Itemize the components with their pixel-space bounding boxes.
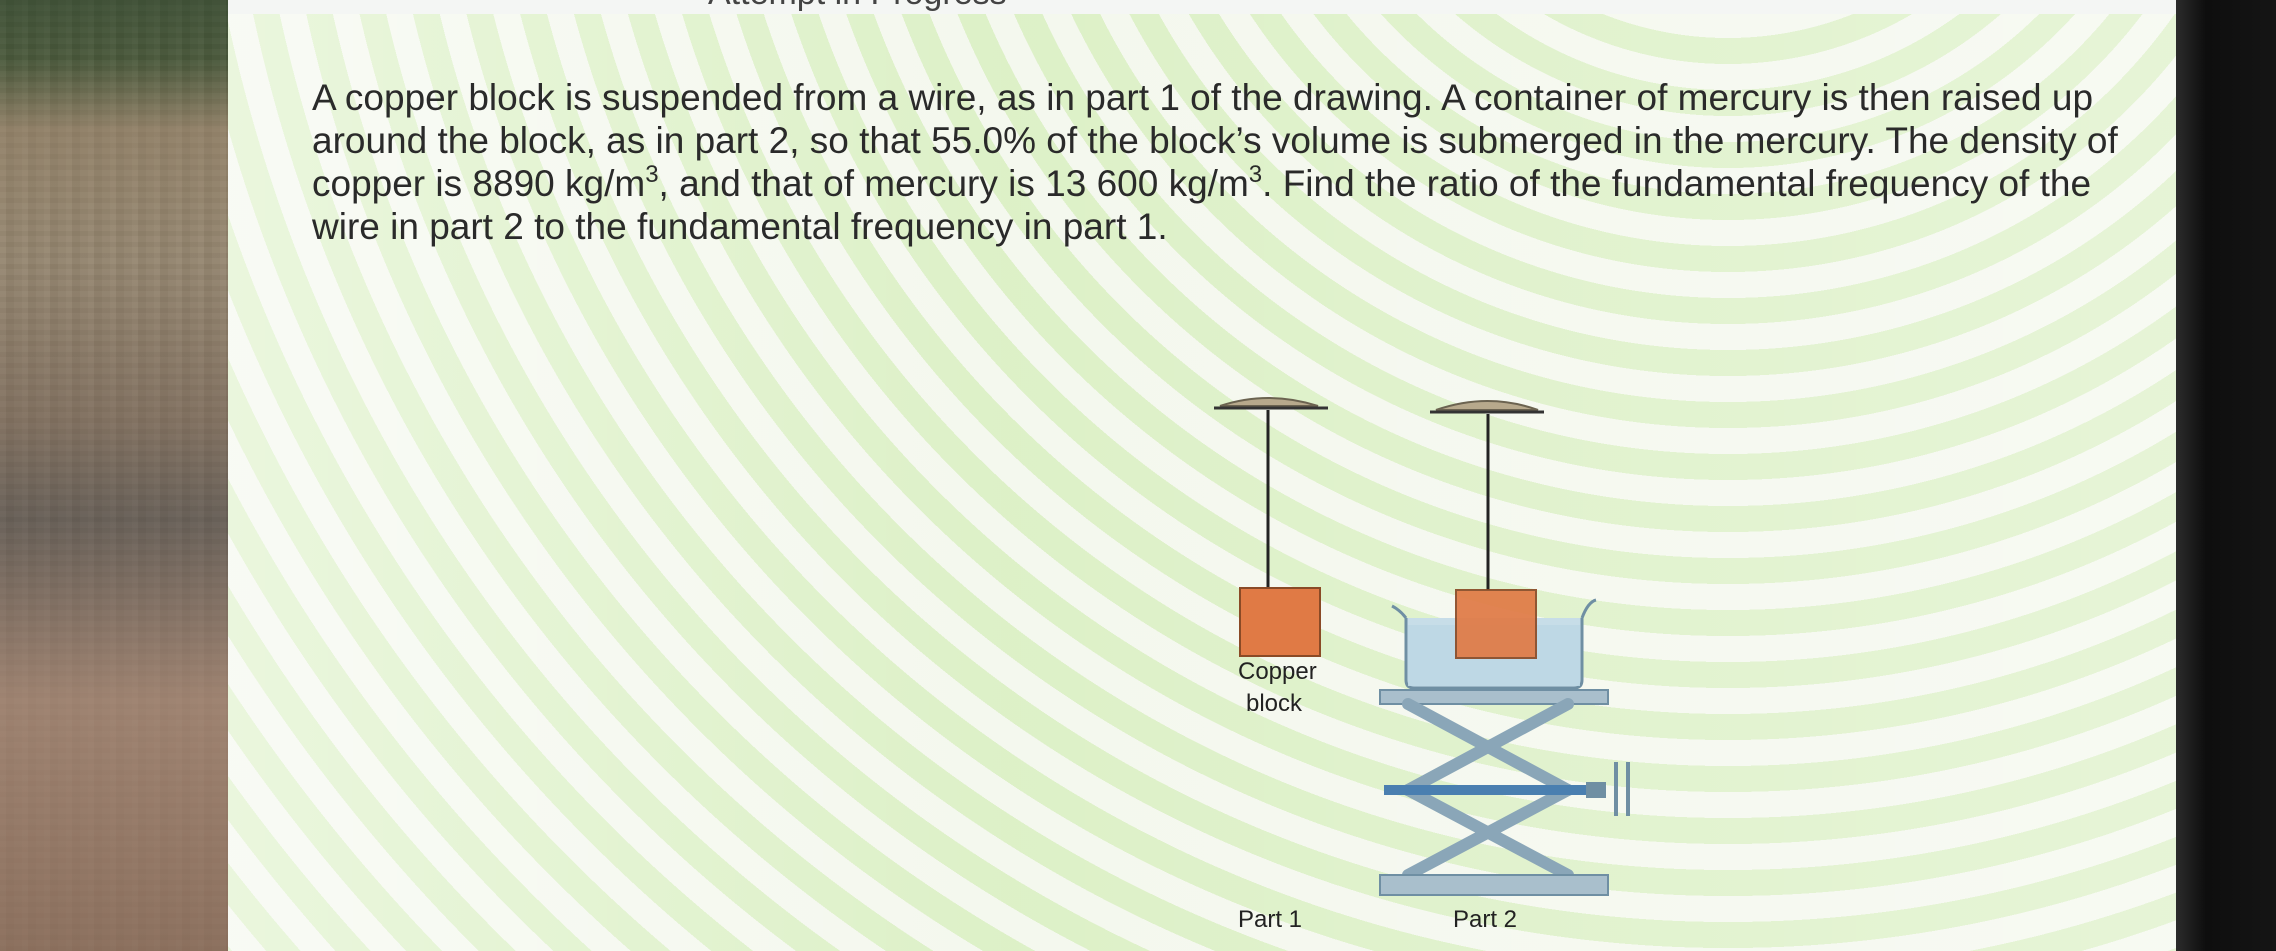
- ceiling-mount-part2: [1435, 400, 1539, 411]
- desktop-wallpaper: [0, 0, 228, 951]
- copper-block-figure: Copper block Part 1 Part 2: [988, 370, 1748, 950]
- superscript-cubed: 3: [1248, 161, 1263, 188]
- monitor-bezel: [2176, 0, 2276, 951]
- part1-label: Part 1: [1238, 906, 1303, 933]
- question-text-part2: , and that of mercury is 13 600 kg/m: [658, 163, 1249, 204]
- superscript-cubed: 3: [645, 161, 659, 188]
- container-lip-right: [1580, 598, 1597, 619]
- copper-block-label-line2: block: [1246, 690, 1303, 717]
- scissor-arm-2: [1402, 698, 1574, 796]
- page-header-title: Attempt in Progress: [708, 0, 1007, 13]
- lift-base: [1379, 874, 1609, 896]
- question-text-part1: A copper block is suspended from a wire,…: [312, 77, 2118, 204]
- lift-crank-base: [1586, 782, 1606, 798]
- lift-screw: [1384, 785, 1586, 795]
- lift-top-platform: [1379, 689, 1609, 705]
- part2-label: Part 2: [1453, 906, 1518, 933]
- scissor-arm-4: [1402, 784, 1574, 881]
- copper-block-part1: [1239, 587, 1321, 657]
- ceiling-mount-part1: [1219, 397, 1319, 407]
- container-lip-left: [1391, 604, 1408, 619]
- copper-block-label-line1: Copper: [1238, 658, 1317, 685]
- question-text-part3: . Find the ratio of the fundamental freq…: [312, 163, 2092, 247]
- figure-drawing: [1214, 397, 1630, 896]
- header-strip: [228, 0, 2176, 14]
- copper-block-part2: [1455, 589, 1537, 659]
- question-text: A copper block is suspended from a wire,…: [312, 76, 2132, 248]
- question-panel: Attempt in Progress A copper block is su…: [228, 0, 2176, 951]
